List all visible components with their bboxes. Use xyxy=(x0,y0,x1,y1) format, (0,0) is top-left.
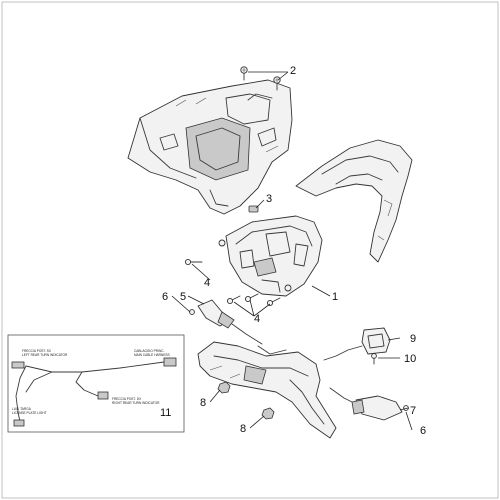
nut-8-upper xyxy=(217,381,231,394)
left-turn-indicator xyxy=(189,299,263,345)
wiring-label-plate-light: LUCI TARGA xyxy=(12,407,32,411)
callout-9: 9 xyxy=(410,333,416,345)
wiring-label-main-harness: CABLAGGIO PRINC. xyxy=(134,349,165,353)
license-plate-holder xyxy=(197,341,337,439)
screw-4-pair xyxy=(226,293,281,307)
rear-undertray xyxy=(127,79,293,215)
rear-fairing xyxy=(295,139,413,263)
callout-11: 11 xyxy=(160,407,171,419)
screw-4-upper xyxy=(184,258,203,266)
callout-10: 10 xyxy=(404,353,416,365)
callout-8-lower: 8 xyxy=(240,423,246,435)
right-turn-indicator xyxy=(329,387,409,421)
callout-4-lower: 4 xyxy=(254,313,260,325)
wiring-label-left-indicator: FRECCIA POST. SX xyxy=(22,349,52,353)
clip-3 xyxy=(248,205,259,213)
leader-lines xyxy=(171,71,413,431)
callout-5: 5 xyxy=(180,291,186,303)
callout-7: 7 xyxy=(410,405,416,417)
callout-1: 1 xyxy=(332,291,338,303)
wiring-label-main-harness-en: MAIN CABLE HARNESS xyxy=(134,353,170,357)
callout-8-upper: 8 xyxy=(200,397,206,409)
wiring-label-left-indicator-en: LEFT REAR TURN INDICATOR xyxy=(22,353,68,357)
taillight-assembly xyxy=(218,215,323,297)
screw-10 xyxy=(371,353,377,365)
callout-6-left: 6 xyxy=(162,291,168,303)
screw-2-right xyxy=(273,76,281,91)
nut-8-lower xyxy=(261,407,275,420)
callout-4-upper: 4 xyxy=(204,277,210,289)
callout-2: 2 xyxy=(290,65,296,77)
screw-2-left xyxy=(240,66,248,81)
wiring-label-right-indicator: FRECCIA POST. DX xyxy=(112,397,142,401)
wiring-label-plate-light-en: LICENSE PLATE LIGHT xyxy=(12,411,47,415)
callout-6-right: 6 xyxy=(420,425,426,437)
callout-3: 3 xyxy=(266,193,272,205)
wiring-label-right-indicator-en: RIGHT REAR TURN INDICATOR xyxy=(112,401,160,405)
license-plate-light xyxy=(323,327,391,361)
wiring-harness-box xyxy=(7,334,185,433)
